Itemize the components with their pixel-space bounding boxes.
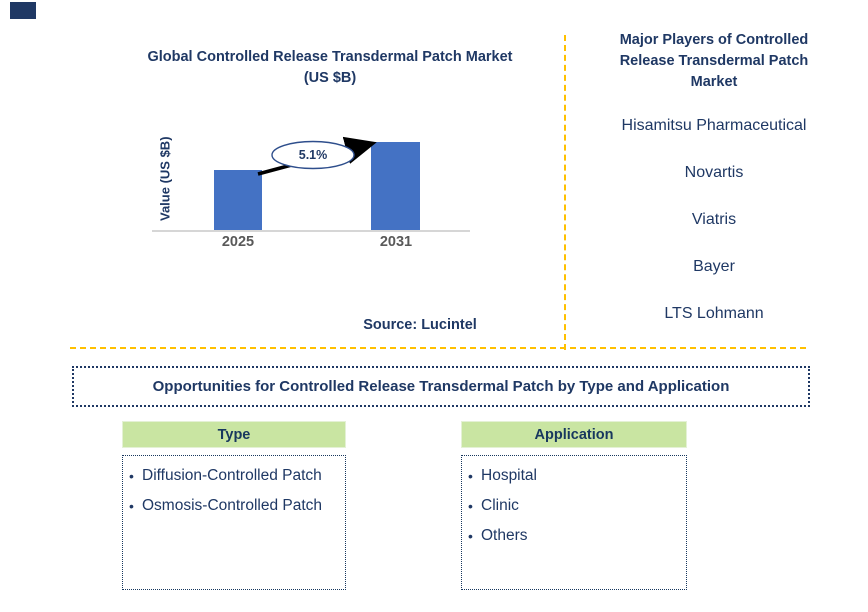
source-attribution: Source: Lucintel [363,317,477,333]
bullet-icon: • [129,498,134,514]
major-players-title: Major Players of Controlled Release Tran… [619,32,809,90]
player-name: Bayer [693,258,735,275]
bullet-icon: • [129,468,134,484]
horizontal-divider [70,347,806,349]
corner-accent-rect [10,2,36,19]
type-column-header: Type [122,421,346,448]
application-list-box: • Hospital • Clinic • Others [461,455,687,590]
application-column-header: Application [461,421,687,448]
player-name: Hisamitsu Pharmaceutical [621,117,807,134]
bar-2025 [214,170,262,230]
list-item: • Diffusion-Controlled Patch [129,461,339,491]
vertical-divider [564,35,566,350]
list-item: • Osmosis-Controlled Patch [129,491,339,521]
list-item-label: Osmosis-Controlled Patch [142,497,323,514]
list-item-label: Others [481,527,528,544]
type-list-box: • Diffusion-Controlled Patch • Osmosis-Cont… [122,455,346,590]
bar-chart: 5.1% 2025 2031 [152,128,470,250]
list-item: • Clinic [468,491,680,521]
x-axis-label-2031: 2031 [379,234,413,250]
bullet-icon: • [468,528,473,544]
opportunities-title: Opportunities for Controlled Release Tra… [152,378,730,395]
x-axis-label-2025: 2025 [221,234,255,250]
player-name: Viatris [691,211,737,228]
chart-title: Global Controlled Release Transdermal Pa… [147,49,513,86]
list-item-label: Hospital [481,467,537,484]
player-name: Novartis [684,164,744,181]
bullet-icon: • [468,498,473,514]
opportunities-banner: Opportunities for Controlled Release Tra… [72,366,810,407]
list-item-label: Clinic [481,497,519,514]
bar-2031 [371,142,420,230]
player-name: LTS Lohmann [664,305,764,322]
list-item-label: Diffusion-Controlled Patch [142,467,322,484]
list-item: • Hospital [468,461,680,491]
list-item: • Others [468,521,680,551]
bullet-icon: • [468,468,473,484]
major-players-panel: Major Players of Controlled Release Tran… [570,30,858,323]
growth-rate-label: 5.1% [298,148,328,162]
